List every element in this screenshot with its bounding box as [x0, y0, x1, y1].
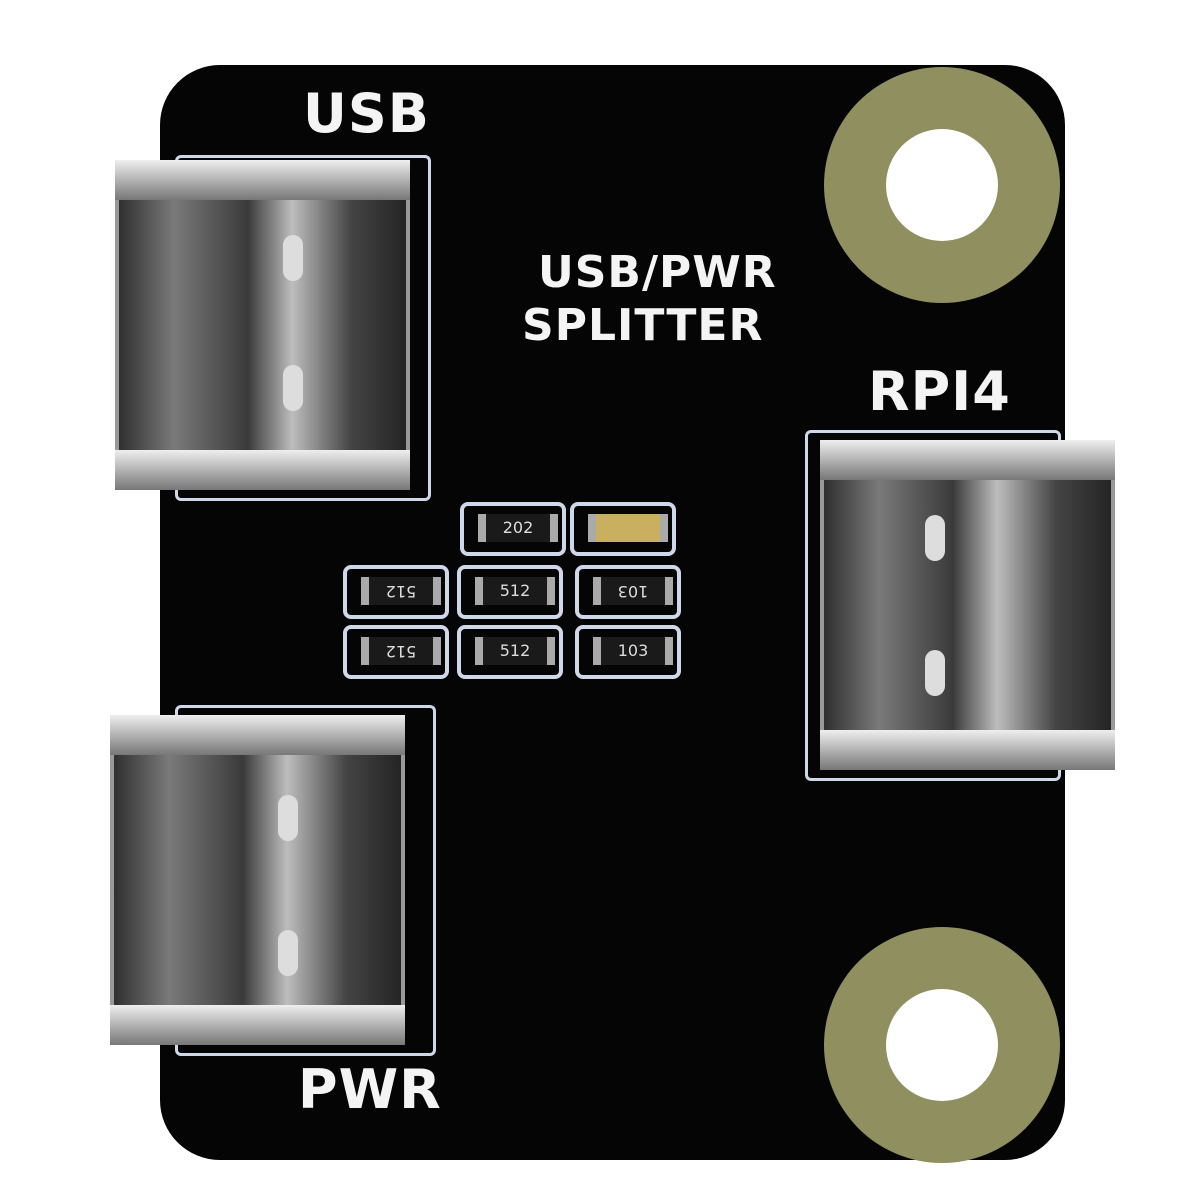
resistor: 512 — [343, 565, 449, 619]
resistor: 103 — [575, 565, 681, 619]
resistor: 512 — [457, 565, 563, 619]
mounting-hole-bottom — [824, 927, 1060, 1163]
usb-c-port-rpi4[interactable] — [820, 440, 1115, 770]
resistor: 103 — [575, 625, 681, 679]
usb-c-port-pwr[interactable] — [110, 715, 405, 1045]
resistor: 512 — [343, 625, 449, 679]
usb-label: USB — [303, 82, 430, 145]
led — [570, 502, 676, 556]
rpi4-label: RPI4 — [868, 360, 1011, 423]
resistor: 202 — [460, 502, 566, 556]
pwr-label: PWR — [298, 1058, 442, 1121]
mounting-hole-top — [824, 67, 1060, 303]
title-line1: USB/PWR — [538, 247, 777, 298]
title-line2: SPLITTER — [522, 300, 764, 351]
usb-c-port-usb[interactable] — [115, 160, 410, 490]
resistor: 512 — [457, 625, 563, 679]
